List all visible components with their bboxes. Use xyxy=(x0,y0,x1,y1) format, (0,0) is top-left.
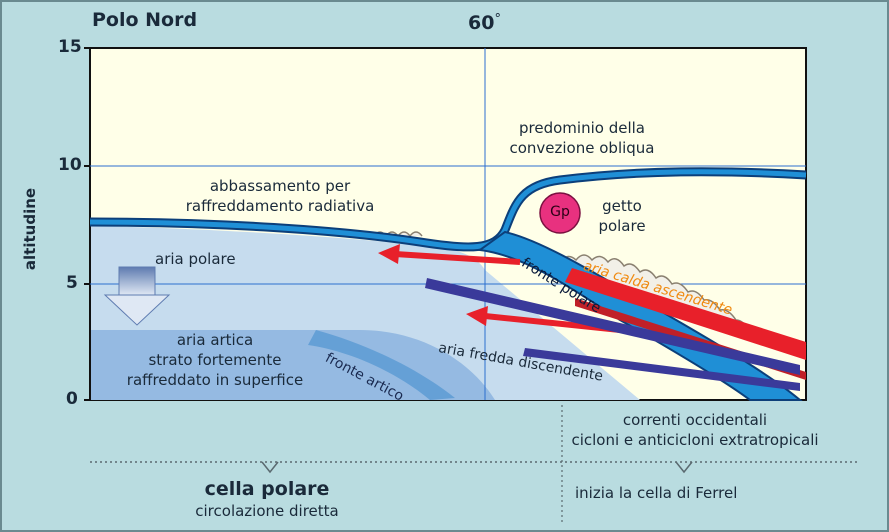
ferrel-label: inizia la cella di Ferrel xyxy=(575,484,737,502)
pole-label: Polo Nord xyxy=(92,9,197,31)
polar-cell-pointer xyxy=(262,462,278,472)
y-tick-10: 10 xyxy=(58,155,82,175)
polar-cell-title: cella polare xyxy=(0,478,534,500)
polar-air-label: aria polare xyxy=(155,249,236,269)
jet-symbol: Gp xyxy=(544,204,576,220)
latitude-label: 60° xyxy=(468,12,501,34)
y-tick-15: 15 xyxy=(58,37,82,57)
polar-cell-subtitle: circolazione diretta xyxy=(0,502,534,520)
y-tick-5: 5 xyxy=(66,273,78,293)
y-axis-label: altitudine xyxy=(21,188,39,270)
y-tick-0: 0 xyxy=(66,389,78,409)
ferrel-pointer xyxy=(676,462,692,472)
